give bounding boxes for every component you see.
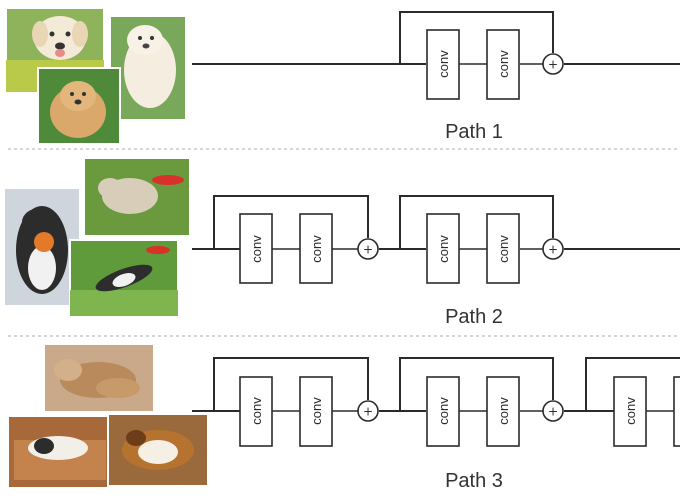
conv-label: conv: [496, 397, 511, 425]
conv-label: conv: [623, 397, 638, 425]
path-3-conv-block-2: conv: [299, 376, 333, 447]
path-1-conv-block-2: conv: [486, 29, 520, 100]
conv-label: conv: [436, 235, 451, 263]
path-3-conv-block-3: conv: [426, 376, 460, 447]
path-1-sum-node: +: [542, 53, 564, 75]
path-2-conv-block-3: conv: [426, 213, 460, 284]
conv-label: conv: [249, 235, 264, 263]
conv-label: conv: [309, 397, 324, 425]
photo-puppy-1: [5, 7, 105, 93]
conv-label: conv: [249, 397, 264, 425]
path-3-skip-connection-3: [585, 357, 680, 411]
path-3-conv-block-6-partial: [673, 376, 680, 447]
path-1-group: conv conv + Path 1: [5, 7, 680, 145]
path-2-group: conv conv + conv conv + Path 2: [3, 157, 680, 328]
path-3-sum-node-2: +: [542, 400, 564, 422]
conv-label: conv: [309, 235, 324, 263]
path-2-conv-block-4: conv: [486, 213, 520, 284]
path-2-photos: [3, 157, 191, 317]
conv-label: conv: [496, 50, 511, 78]
path-2-label: Path 2: [445, 306, 503, 328]
path-3-photos: [7, 343, 209, 489]
path-2-skip-connection-2: [399, 195, 554, 249]
path-3-conv-block-4: conv: [486, 376, 520, 447]
photo-lying-dog-3: [107, 413, 209, 487]
sum-symbol: +: [363, 405, 373, 419]
path-1-skip-connection: [399, 11, 554, 64]
path-2-conv-block-2: conv: [299, 213, 333, 284]
photo-lying-dog-2: [7, 415, 113, 489]
conv-label: conv: [436, 50, 451, 78]
path-3-label: Path 3: [445, 470, 503, 492]
conv-label: conv: [436, 397, 451, 425]
photo-frisbee-dog-1: [3, 187, 81, 307]
photo-lying-dog-1: [43, 343, 155, 413]
path-3-group: conv conv + conv conv + conv Path 3: [7, 343, 680, 492]
photo-puppy-2: [109, 15, 187, 121]
sum-symbol: +: [548, 405, 558, 419]
photo-puppy-3: [37, 67, 121, 145]
path-2-sum-node-1: +: [357, 238, 379, 260]
path-3-skip-connection-1: [213, 357, 369, 411]
path-1-conv-block-1: conv: [426, 29, 460, 100]
path-3-skip-connection-2: [399, 357, 554, 411]
path-1-photos: [5, 7, 187, 145]
path-1-label: Path 1: [445, 121, 503, 143]
sum-symbol: +: [548, 243, 558, 257]
path-3-conv-block-1: conv: [239, 376, 273, 447]
path-2-sum-node-2: +: [542, 238, 564, 260]
sum-symbol: +: [548, 58, 558, 72]
path-2-conv-block-1: conv: [239, 213, 273, 284]
path-3-conv-block-5: conv: [613, 376, 647, 447]
photo-frisbee-dog-2: [83, 157, 191, 237]
path-3-sum-node-1: +: [357, 400, 379, 422]
photo-frisbee-dog-3: [69, 239, 179, 317]
sum-symbol: +: [363, 243, 373, 257]
conv-label: conv: [496, 235, 511, 263]
path-2-skip-connection-1: [213, 195, 369, 249]
